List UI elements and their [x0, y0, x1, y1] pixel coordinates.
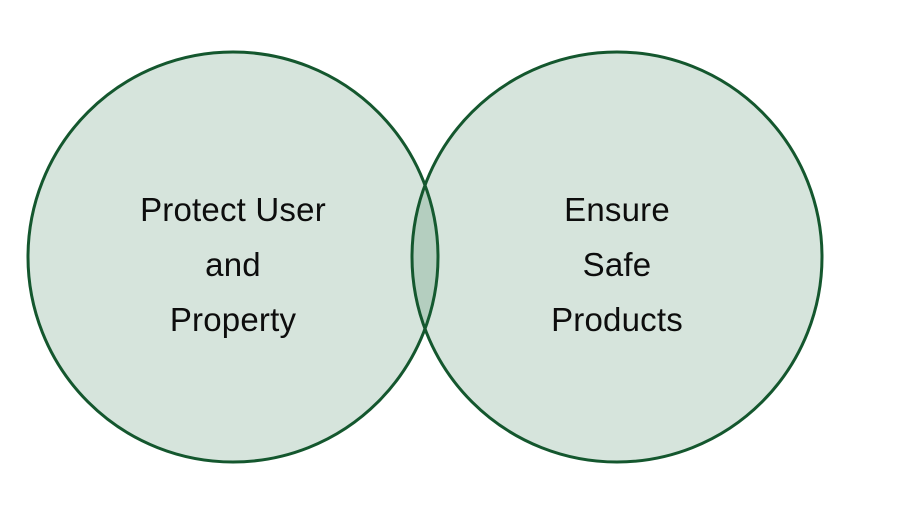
left-circle	[26, 50, 440, 464]
right-circle-label: Ensure Safe Products	[551, 191, 683, 338]
right-circle	[410, 50, 824, 464]
left-circle-label: Protect User and Property	[140, 191, 326, 338]
